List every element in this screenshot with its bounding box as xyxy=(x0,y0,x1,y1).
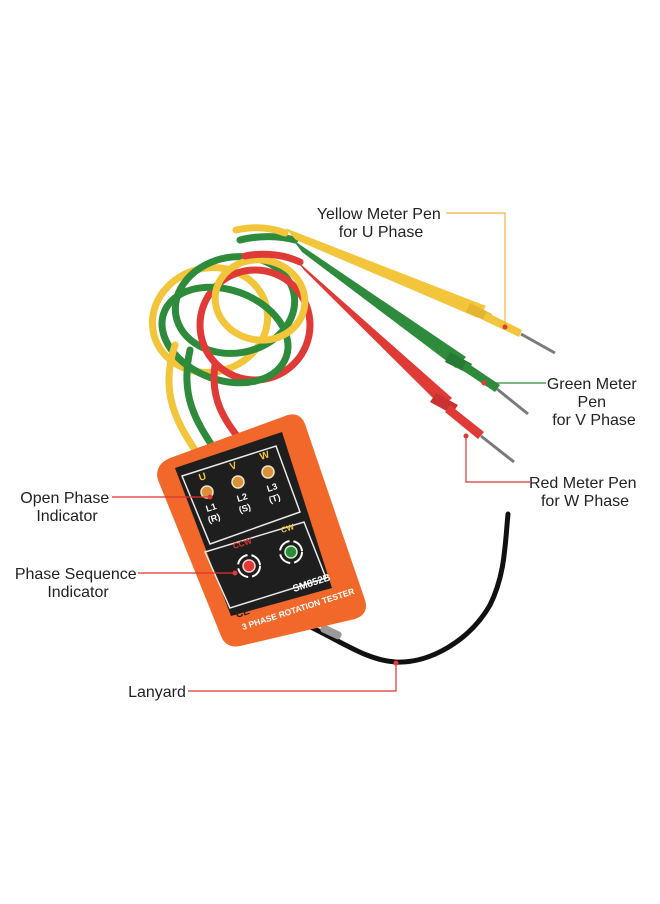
callout-open-phase: Open Phase Indicator xyxy=(20,490,113,525)
cw-rotation-icon xyxy=(279,540,303,564)
ccw-rotation-icon xyxy=(237,554,261,578)
callout-phase-sequence: Phase Sequence Indicator xyxy=(15,566,141,601)
callout-lines xyxy=(112,212,546,692)
phase-l1-code: L1 xyxy=(205,501,218,514)
phase-u-letter: U xyxy=(198,471,208,484)
callout-red-pen: Red Meter Pen for W Phase xyxy=(529,475,641,510)
phase-w-lamp xyxy=(261,465,275,479)
ce-mark: CE xyxy=(235,606,252,621)
callout-yellow-pen: Yellow Meter Pen for U Phase xyxy=(317,206,445,241)
phase-l3-code: L3 xyxy=(266,481,279,494)
green-meter-pen xyxy=(293,240,529,416)
phase-r-alt: (R) xyxy=(207,512,222,525)
callout-green-pen: Green Meter Pen for V Phase xyxy=(547,376,641,429)
cw-lamp xyxy=(284,545,298,559)
lanyard-cord xyxy=(297,511,511,665)
red-meter-pen xyxy=(296,260,515,464)
phase-v-letter: V xyxy=(229,460,239,473)
ccw-lamp xyxy=(242,559,256,573)
phase-w-letter: W xyxy=(259,449,272,463)
phase-v-lamp xyxy=(231,475,245,489)
phase-s-alt: (S) xyxy=(238,502,253,515)
tester-body: U V W L1 L2 L3 (R) (S) (T) CCW CW SM852B… xyxy=(157,414,366,647)
callout-lanyard: Lanyard xyxy=(128,684,186,701)
yellow-meter-pen xyxy=(285,228,556,355)
wire-coils xyxy=(148,224,314,454)
phase-l2-code: L2 xyxy=(236,491,249,504)
phase-t-alt: (T) xyxy=(268,492,282,505)
cw-label: CW xyxy=(280,522,296,535)
